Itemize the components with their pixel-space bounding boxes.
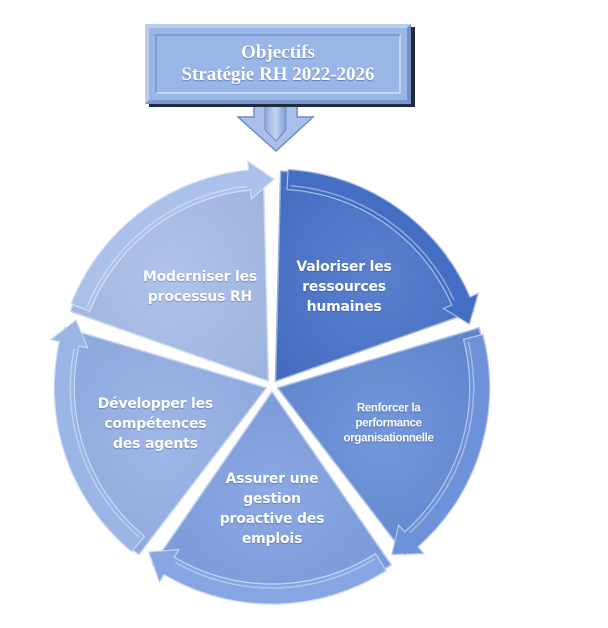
segment-label-line: Moderniser les [142,268,258,285]
segment-label-line: Renforcer la [356,402,421,415]
segment-label-line: performance [355,417,422,430]
arrow-highlight [290,184,455,301]
cycle-arrow-icon [391,333,491,556]
arrow-highlight [174,558,376,589]
segment-label-line: Assurer une [225,470,319,487]
segment-label-line: Valoriser les [296,258,392,275]
segment-assurer [147,390,393,605]
segment-valoriser [274,168,480,383]
title-box: Objectifs Stratégie RH 2022-2026 [145,24,411,104]
down-arrow-icon [236,99,315,153]
arrow-highlight [86,185,247,307]
title-inner-frame: Objectifs Stratégie RH 2022-2026 [155,34,401,94]
segment-label-line: gestion [243,490,301,507]
segment-label-line: ressources [302,278,386,295]
segment-label-line: compétences [104,415,207,432]
title-line-1: Objectifs [241,42,315,63]
segment-developper [49,319,268,556]
segment-renforcer [276,326,491,556]
segment-label-line: proactive des [219,510,325,527]
segment-label-line: emplois [241,530,303,547]
cycle-arrow-icon [147,548,388,605]
segment-label-developper: Développer les compétences des agents [97,394,214,454]
segment-label-renforcer: Renforcer la performance organisationnelle [344,401,434,446]
segment-label-line: humaines [306,298,382,315]
title-line-2: Stratégie RH 2022-2026 [181,64,375,85]
cycle-arrow-icon [49,319,146,553]
segment-label-line: organisationnelle [343,432,434,445]
segment-label-line: des agents [113,435,198,452]
segment-moderniser [69,159,276,383]
segment-label-valoriser: Valoriser les ressources humaines [296,257,391,317]
segment-label-line: processus RH [147,288,253,305]
arrow-highlight [409,341,475,534]
cycle-arrow-icon [286,168,480,326]
segment-label-line: Développer les [97,395,214,412]
segment-label-assurer: Assurer une gestion proactive des emplois [220,469,325,549]
arrow-highlight [69,348,140,538]
segment-label-moderniser: Moderniser les processus RH [143,267,257,307]
